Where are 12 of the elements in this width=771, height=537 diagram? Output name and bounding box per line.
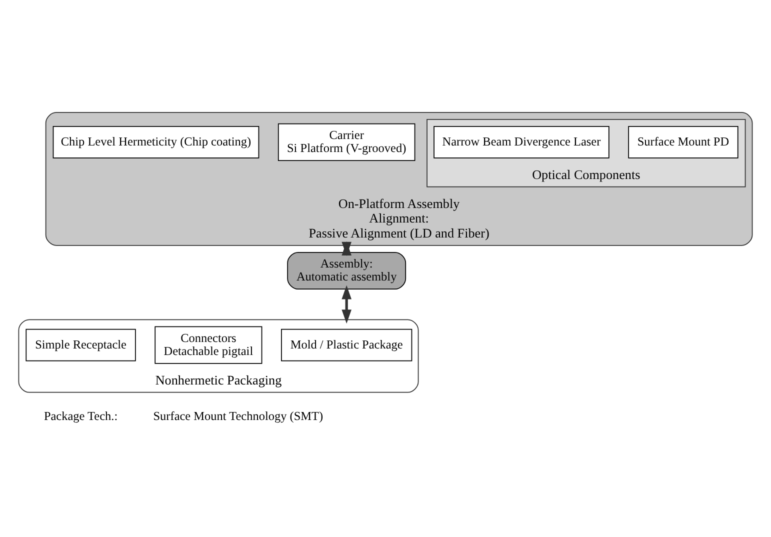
node-box: Connectors Detachable pigtail <box>154 326 262 364</box>
node-box: Simple Receptacle <box>26 328 136 361</box>
node-box: Surface Mount PD <box>628 126 738 158</box>
arrow <box>342 240 352 256</box>
label: Package Tech.: <box>44 408 118 422</box>
node-box: Mold / Plastic Package <box>281 328 412 361</box>
arrow <box>342 284 352 324</box>
label: Surface Mount Technology (SMT) <box>153 408 324 422</box>
node-box: Chip Level Hermeticity (Chip coating) <box>52 126 260 158</box>
node-box: Carrier Si Platform (V-grooved) <box>278 122 416 161</box>
node-box: Narrow Beam Divergence Laser <box>434 126 610 158</box>
node-box: Assembly: Automatic assembly <box>287 251 406 290</box>
